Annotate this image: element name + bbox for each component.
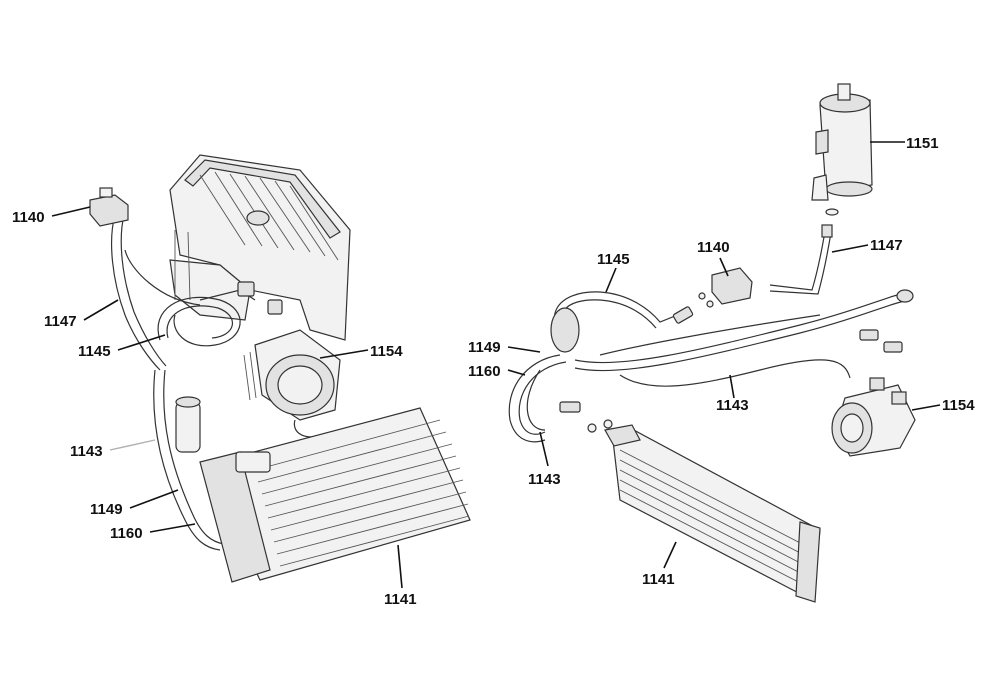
callout-r-1145: 1145 — [597, 251, 630, 268]
callout-r-1160: 1160 — [468, 363, 501, 380]
callout-l-1147: 1147 — [44, 313, 77, 330]
leader-l-1160 — [149, 523, 196, 533]
callout-r-1143: 1143 — [716, 397, 749, 414]
engine-block — [169, 154, 351, 341]
leader-r-1160 — [507, 369, 526, 376]
leader-l-1154 — [319, 349, 369, 359]
callout-l-1143: 1143 — [70, 443, 103, 460]
hose-assembly-left — [111, 214, 283, 551]
callout-l-1149: 1149 — [90, 501, 123, 518]
receiver-drier — [811, 83, 873, 216]
leader-l-1143 — [109, 439, 156, 451]
leader-l-1140 — [51, 206, 91, 217]
condenser-left — [199, 407, 471, 583]
leader-r-1140 — [719, 257, 729, 277]
callout-r-1149: 1149 — [468, 339, 501, 356]
left-assembly: 1140 1147 1145 1154 1143 1149 1160 1141 — [12, 154, 471, 608]
right-assembly: 1151 1147 1140 1145 1149 1160 1143 1154 … — [468, 83, 975, 603]
hose-1147-right — [769, 224, 833, 295]
callout-l-1154: 1154 — [370, 343, 403, 360]
condenser-right — [604, 424, 821, 603]
leader-r-1143b — [539, 431, 549, 467]
leader-l-1149 — [129, 489, 179, 509]
callout-r-1143b: 1143 — [528, 471, 561, 488]
leader-l-1145 — [117, 334, 166, 351]
pressure-switch-left — [89, 187, 129, 227]
callout-l-1141: 1141 — [384, 591, 417, 608]
leader-r-1154 — [911, 404, 941, 411]
callout-l-1145: 1145 — [78, 343, 111, 360]
leader-r-1149 — [507, 346, 541, 353]
compressor-left — [243, 329, 341, 438]
hose-runs-right — [508, 289, 914, 443]
callout-r-1154: 1154 — [942, 397, 975, 414]
receiver-drier-left — [175, 396, 201, 453]
callout-l-1140: 1140 — [12, 209, 45, 226]
leader-l-1147 — [83, 299, 119, 321]
callout-r-1151: 1151 — [906, 135, 939, 152]
leader-r-1143 — [729, 374, 735, 399]
callout-r-1147: 1147 — [870, 237, 903, 254]
pressure-switch-right — [698, 267, 753, 308]
compressor-right — [831, 377, 916, 457]
callout-r-1140: 1140 — [697, 239, 730, 256]
leader-r-1145 — [605, 267, 617, 293]
leader-r-1147 — [831, 244, 869, 253]
leader-l-1141 — [397, 544, 403, 589]
callout-l-1160: 1160 — [110, 525, 143, 542]
leader-r-1141 — [663, 541, 677, 569]
callout-r-1141: 1141 — [642, 571, 675, 588]
